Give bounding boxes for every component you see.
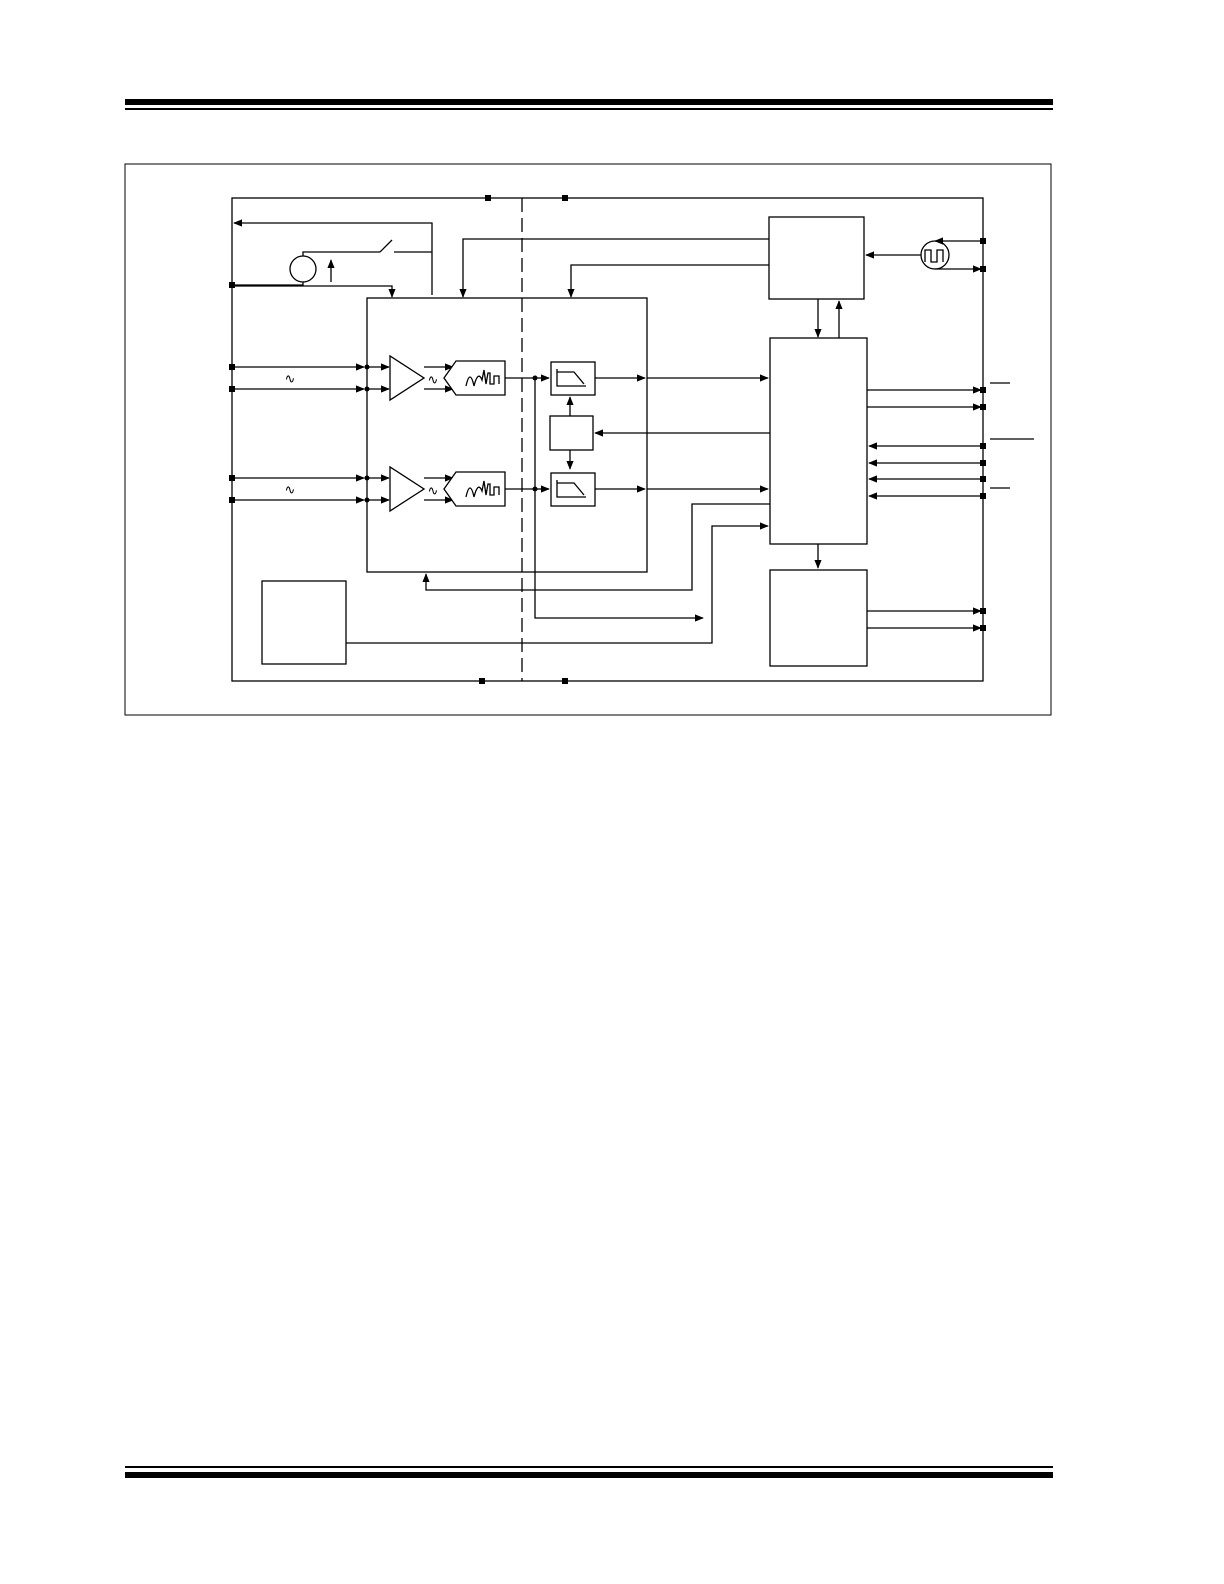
amplifier-icon (389, 465, 426, 513)
pin-bottom-right (562, 678, 568, 684)
current-source-icon (289, 255, 335, 283)
lowpass-filter-icon (550, 472, 596, 507)
adc-waveform-icon (443, 471, 506, 507)
figure-frame (124, 163, 1052, 716)
footer-rule-thick (125, 1472, 1053, 1478)
pin-out-1 (980, 608, 986, 614)
amplifier-icon (389, 354, 426, 402)
pin-dig-5 (980, 476, 986, 482)
pin-top-left (485, 195, 491, 201)
sine-wave-icon: ∿ (428, 484, 439, 499)
adc-waveform-icon (443, 360, 506, 396)
pin-out-2 (980, 625, 986, 631)
analog-front-end-box (366, 297, 648, 573)
sine-wave-icon: ∿ (285, 483, 296, 498)
bias-line (232, 285, 396, 298)
switch-icon (302, 239, 432, 256)
pin-left-1 (229, 282, 235, 288)
pin-dig-1 (980, 387, 986, 393)
device-outline (231, 197, 984, 682)
pin-dig-4 (980, 460, 986, 466)
square-wave-icon (920, 240, 950, 270)
feedback-line-top (233, 219, 433, 295)
output-block-box (769, 569, 868, 667)
phase-shifter-box (549, 415, 594, 451)
pin-dig-2 (980, 404, 986, 410)
adc-to-output-route (534, 572, 704, 622)
clock-to-afe-1 (459, 238, 769, 298)
pin-osc-1 (980, 238, 986, 244)
clock-to-afe-2 (567, 264, 769, 298)
pin-dig-3 (980, 443, 986, 449)
lowpass-filter-icon (550, 361, 596, 396)
reference-to-digital (346, 522, 769, 644)
current-source-return (232, 282, 304, 286)
reference-block-box (261, 580, 347, 665)
pin-top-right (562, 195, 568, 201)
pin-osc-2 (980, 266, 986, 272)
digital-serial-interface-box (769, 337, 868, 545)
pin-dig-6 (980, 493, 986, 499)
footer-rule-thin (125, 1466, 1053, 1468)
header-rule-thin (125, 108, 1053, 110)
header-rule-thick (125, 99, 1053, 105)
sine-wave-icon: ∿ (428, 373, 439, 388)
pin-bottom-left (479, 678, 485, 684)
clock-generation-box (768, 216, 865, 300)
digital-to-afe-control (422, 503, 770, 591)
sine-wave-icon: ∿ (285, 372, 296, 387)
